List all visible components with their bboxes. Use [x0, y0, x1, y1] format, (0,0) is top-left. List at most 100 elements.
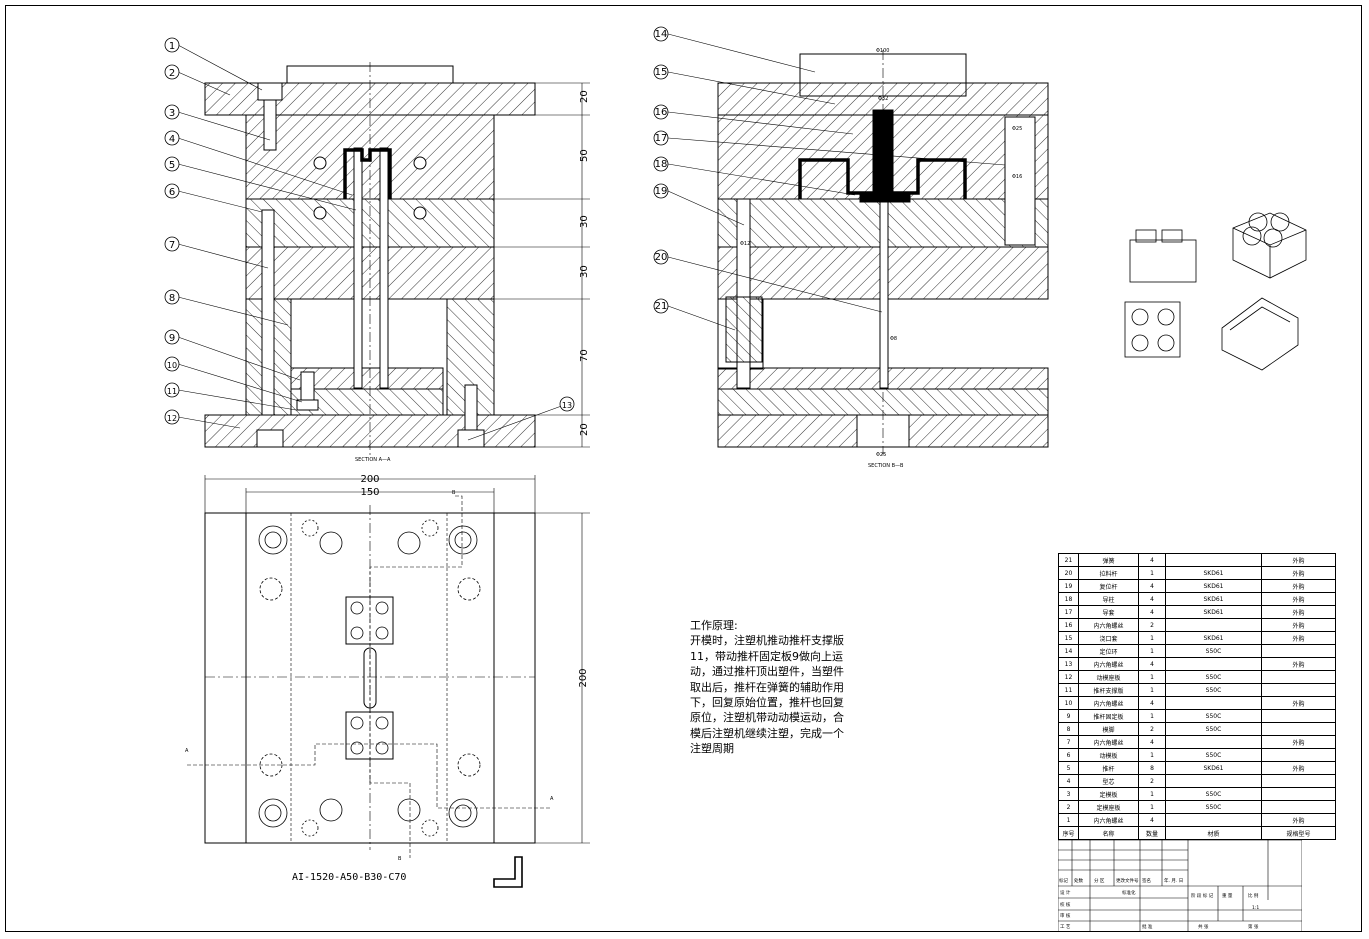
callout-circles-right: [653, 26, 669, 314]
bom-cell: S50C: [1165, 709, 1262, 723]
bom-cell: 内六角螺丝: [1078, 813, 1139, 827]
tb-rev-3: 更改文件号: [1116, 879, 1139, 884]
callout-9: 9: [169, 333, 175, 344]
dim-30-a: 30: [579, 215, 590, 228]
bom-cell: 序号: [1058, 826, 1079, 840]
bom-cell: 5: [1058, 761, 1079, 775]
bom-cell: 复位杆: [1078, 579, 1139, 593]
tb-sheet-no: 第 张: [1248, 925, 1259, 930]
plan-dimensions: [187, 475, 590, 888]
tb-rev-4: 签名: [1142, 879, 1151, 884]
bom-cell: SKD61: [1165, 605, 1262, 619]
bom-cell: 1: [1138, 683, 1166, 697]
bom-cell: 内六角螺丝: [1078, 735, 1139, 749]
tb-ratio: 比 例: [1248, 894, 1259, 899]
dim-20-top: 20: [579, 90, 590, 103]
bom-cell: 定位环: [1078, 644, 1139, 658]
dim-50: 50: [579, 149, 590, 162]
section-letter-b-top: B: [452, 490, 456, 496]
section-a-dimension-texts: 20 50 30 30 70 20: [579, 90, 590, 436]
bom-cell: 2: [1138, 722, 1166, 736]
bom-cell: S50C: [1165, 722, 1262, 736]
callouts-left: [177, 44, 568, 441]
bom-cell: SKD61: [1165, 579, 1262, 593]
bom-cell: [1165, 657, 1262, 671]
bom-cell: [1165, 553, 1262, 567]
part-views: [1124, 212, 1307, 371]
section-a-view: [204, 62, 536, 455]
plan-holes: [258, 519, 481, 837]
callout-13: 13: [562, 401, 572, 410]
tb-total-sheets: 共 张: [1198, 925, 1209, 930]
tb-rev-5: 年. 月. 日: [1164, 879, 1184, 884]
bom-cell: 13: [1058, 657, 1079, 671]
bom-cell: 4: [1138, 696, 1166, 710]
drawing-frame: [5, 5, 1362, 932]
bom-cell: 外购: [1261, 813, 1336, 827]
notes-body: 开模时，注塑机推动推杆支撑版11，带动推杆固定板9做向上运动，通过推杆顶出塑件，…: [690, 634, 844, 756]
bom-cell: 1: [1138, 800, 1166, 814]
callout-11: 11: [167, 387, 177, 396]
bom-cell: [1261, 787, 1336, 801]
tb-design: 设 计: [1060, 891, 1071, 896]
bom-cell: [1165, 813, 1262, 827]
bom-cell: 1: [1138, 566, 1166, 580]
bom-cell: 1: [1138, 644, 1166, 658]
bom-cell: 15: [1058, 631, 1079, 645]
bom-cell: 外购: [1261, 735, 1336, 749]
callout-4: 4: [169, 134, 175, 145]
title-block: 标记 处数 分 区 更改文件号 签名 年. 月. 日 设 计 标准化 校 核 审…: [1058, 840, 1302, 932]
bom-header-row: 序号名称数量材质规格型号: [1058, 826, 1336, 840]
bom-cell: [1165, 735, 1262, 749]
working-principle-notes: 工作原理: 开模时，注塑机推动推杆支撑版11，带动推杆固定板9做向上运动，通过推…: [690, 618, 850, 757]
bom-cell: S50C: [1165, 787, 1262, 801]
bom-cell: 推杆固定板: [1078, 709, 1139, 723]
bom-cell: 19: [1058, 579, 1079, 593]
bom-cell: 9: [1058, 709, 1079, 723]
tb-approve: 批 准: [1142, 925, 1153, 930]
section-letter-a-right: A: [550, 796, 554, 802]
callout-17: 17: [655, 133, 668, 144]
plan-view: [204, 505, 536, 850]
bom-cell: 弹簧: [1078, 553, 1139, 567]
bom-cell: 内六角螺丝: [1078, 618, 1139, 632]
bom-cell: 10: [1058, 696, 1079, 710]
label-ejector: Φ8: [890, 336, 897, 342]
bom-cell: [1261, 800, 1336, 814]
tb-std: 标准化: [1122, 891, 1136, 896]
bom-cell: 外购: [1261, 605, 1336, 619]
bom-cell: 导柱: [1078, 592, 1139, 606]
bom-cell: 4: [1138, 592, 1166, 606]
bom-cell: S50C: [1165, 670, 1262, 684]
bom-cell: [1261, 644, 1336, 658]
bom-cell: 推杆支撑版: [1078, 683, 1139, 697]
bom-cell: 16: [1058, 618, 1079, 632]
bom-cell: 内六角螺丝: [1078, 657, 1139, 671]
plan-height-200: 200: [578, 668, 589, 687]
bom-cell: SKD61: [1165, 592, 1262, 606]
bom-cell: [1261, 774, 1336, 788]
bom-cell: [1261, 748, 1336, 762]
section-b-label: SECTION B—B: [868, 463, 904, 469]
bom-cell: 6: [1058, 748, 1079, 762]
bom-cell: 1: [1058, 813, 1079, 827]
bom-cell: 17: [1058, 605, 1079, 619]
bom-cell: 内六角螺丝: [1078, 696, 1139, 710]
label-top-width: Φ100: [876, 48, 889, 54]
bom-cell: 外购: [1261, 696, 1336, 710]
bom-cell: 4: [1138, 579, 1166, 593]
bom-cell: 2: [1138, 774, 1166, 788]
bom-cell: [1165, 774, 1262, 788]
